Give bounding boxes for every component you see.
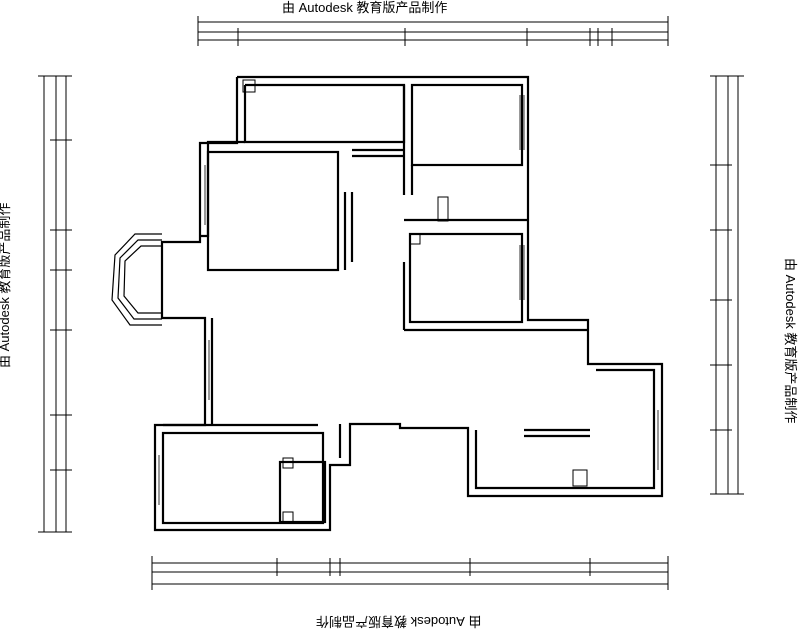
top-dimension-chain <box>197 16 669 46</box>
walls <box>153 75 664 532</box>
fixtures <box>242 79 588 523</box>
watermark-right: 由 Autodesk 教育版产品制作 <box>783 258 798 424</box>
bottom-dimension-chain <box>151 556 669 590</box>
bathroom <box>278 460 327 524</box>
room-lower-left <box>161 431 325 525</box>
room-middle-right <box>408 232 524 324</box>
outer-wall <box>153 75 664 532</box>
outer-wall-inner <box>243 83 406 144</box>
left-dimension-chain <box>38 75 72 533</box>
room-lower-right <box>474 368 656 490</box>
room-upper-left <box>206 150 340 272</box>
watermark-bottom: 由 Autodesk 教育版产品制作 <box>316 614 482 629</box>
watermark-top: 由 Autodesk 教育版产品制作 <box>282 0 448 15</box>
bay-window <box>111 233 162 326</box>
room-top-middle <box>410 83 524 167</box>
right-dimension-chain <box>710 75 744 495</box>
windows <box>158 95 659 505</box>
watermark-left: 由 Autodesk 教育版产品制作 <box>0 202 12 368</box>
